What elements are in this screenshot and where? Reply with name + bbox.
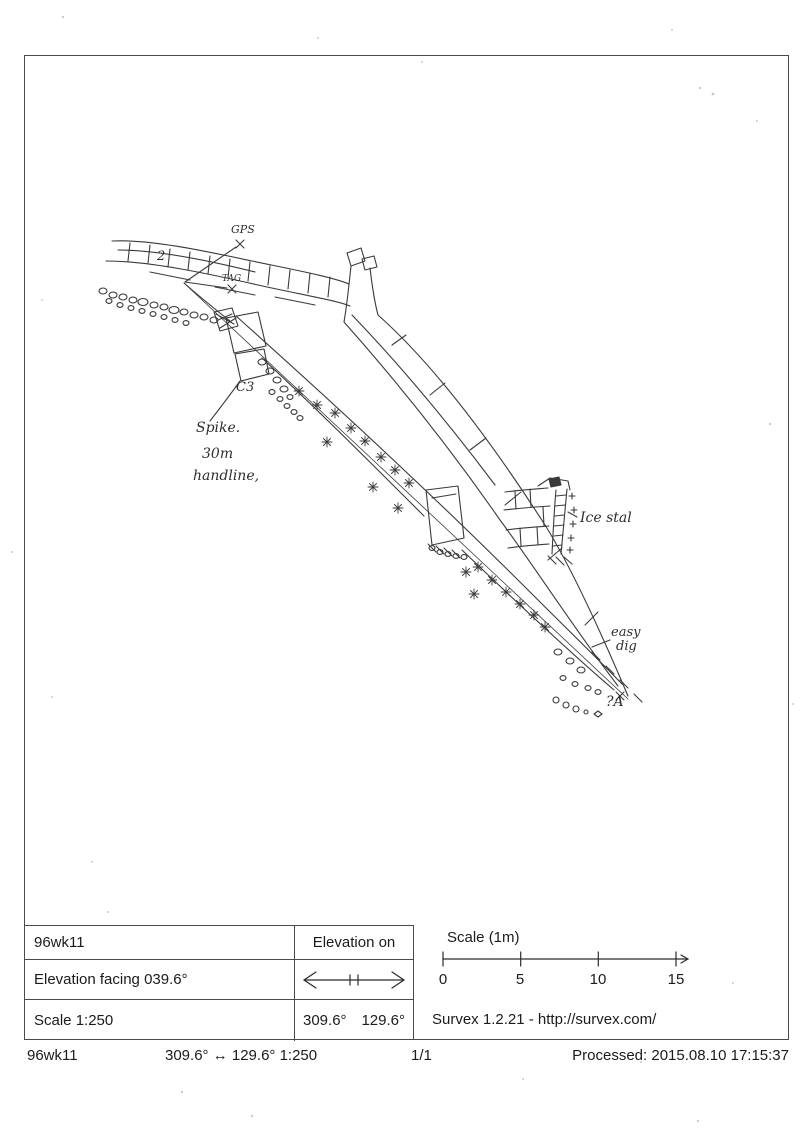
label-tag: TAG	[222, 274, 241, 284]
scale-tick-10: 10	[590, 971, 607, 988]
chimney-top	[343, 247, 379, 323]
title-block: 96wk11 Elevation on Elevation facing 039…	[24, 925, 414, 1041]
scale-bar: 0 5 10 15	[439, 951, 690, 988]
survey-name: 96wk11	[34, 934, 85, 951]
footer-survey-name: 96wk11	[27, 1047, 78, 1064]
survey-centerline	[183, 282, 629, 700]
elevation-on-cell: Elevation on	[294, 926, 413, 959]
label-station-a: ?A	[606, 694, 624, 710]
footer-view-spec: 309.6° ↔ 129.6° 1:250	[165, 1047, 318, 1064]
label-ice-stal: Ice stal	[579, 510, 632, 526]
double-arrow-icon	[302, 970, 406, 989]
label-easy-dig-2: dig	[616, 639, 637, 654]
ice-stal-wall	[503, 476, 578, 566]
label-station-2: 2	[156, 249, 165, 264]
label-handline-2: handline,	[193, 468, 259, 484]
facing-label: Elevation facing 039.6°	[34, 971, 188, 988]
scan-noise-dots	[11, 15, 794, 1123]
bearing-left: 309.6°	[303, 1012, 347, 1029]
footer-processed: Processed: 2015.08.10 17:15:37	[572, 1047, 789, 1064]
footer-page-number: 1/1	[411, 1047, 432, 1064]
top-bedding-band	[105, 240, 351, 307]
generator-credit: Survex 1.2.21 - http://survex.com/	[432, 1011, 657, 1028]
label-easy-dig-1: easy	[611, 625, 641, 640]
scale-tick-5: 5	[516, 971, 524, 988]
gps-tag-marks	[184, 239, 245, 294]
label-gps: GPS	[231, 223, 255, 236]
view-arrow-cell	[294, 959, 413, 999]
scale-label: Scale 1:250	[34, 1012, 114, 1029]
facing-cell: Elevation facing 039.6°	[25, 959, 294, 999]
scale-tick-0: 0	[439, 971, 447, 988]
scale-cell: Scale 1:250	[25, 999, 294, 1041]
lower-right-end	[552, 639, 643, 718]
boulder-c3	[209, 307, 270, 422]
bearings-cell: 309.6° 129.6°	[294, 999, 413, 1041]
scale-bar-title: Scale (1m)	[447, 929, 520, 946]
survey-name-cell: 96wk11	[25, 926, 294, 959]
scale-tick-15: 15	[668, 971, 685, 988]
label-spike: Spike.	[196, 420, 240, 436]
label-handline-1: 30m	[202, 446, 233, 462]
bearing-right: 129.6°	[361, 1012, 405, 1029]
elevation-on-label: Elevation on	[312, 934, 396, 951]
entrance-rubble	[98, 287, 219, 326]
boulder-mid	[425, 485, 468, 560]
label-c3: C3	[236, 380, 254, 395]
rubble-below-c3	[257, 358, 304, 421]
sketch-labels: GPS 2 TAG C3 Spike. 30m handline, Ice st…	[156, 223, 641, 710]
